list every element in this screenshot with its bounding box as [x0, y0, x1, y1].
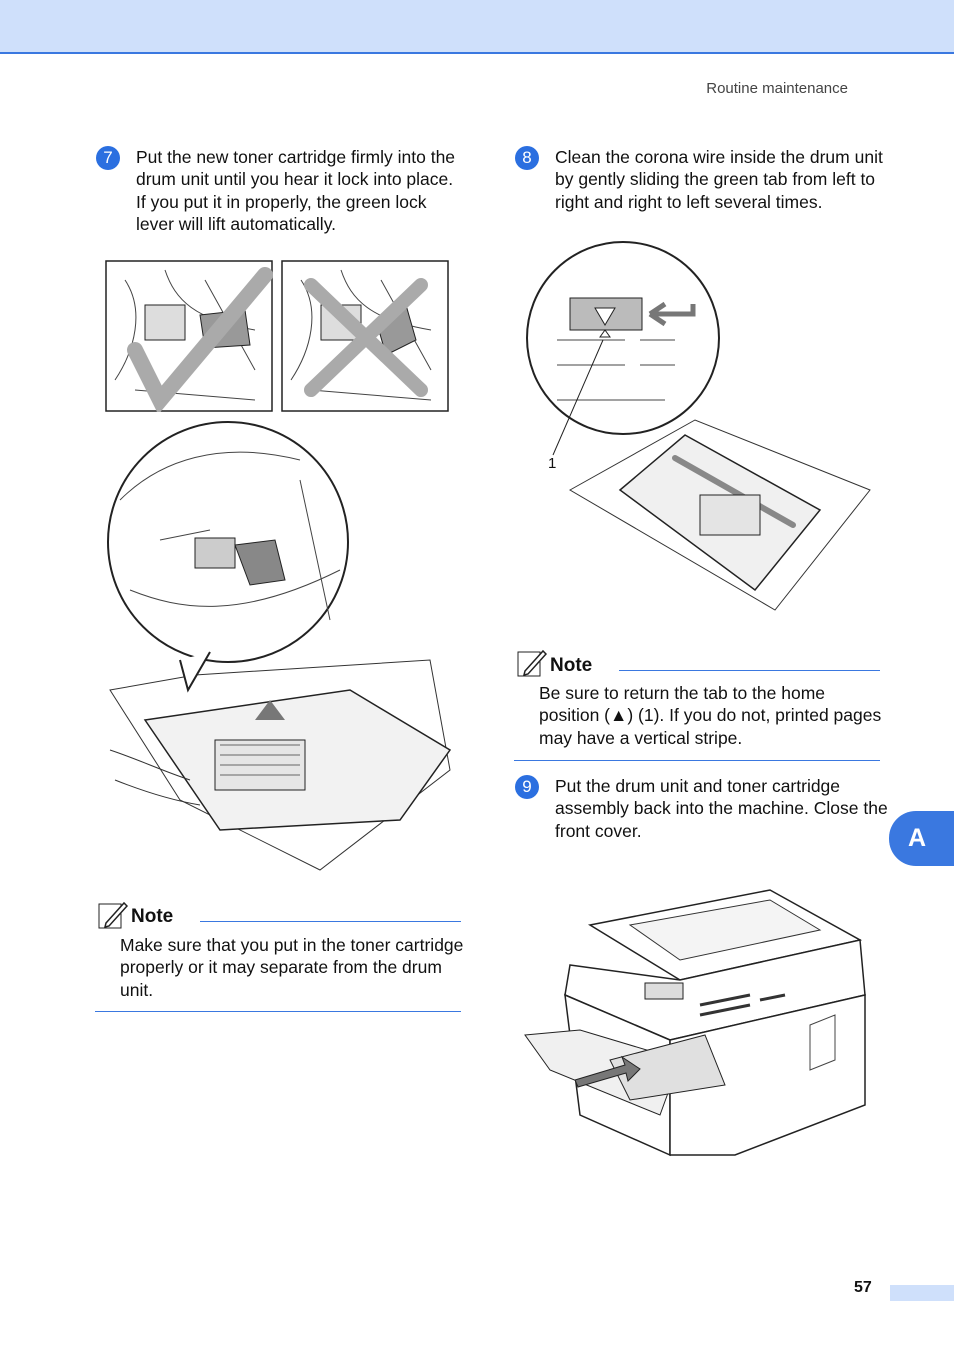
- note-bottom-rule: [514, 760, 880, 761]
- callout-1: 1: [548, 455, 557, 472]
- step-8-text: Clean the corona wire inside the drum un…: [555, 147, 883, 212]
- step-number-badge: 8: [515, 146, 539, 170]
- appendix-tab: A: [889, 811, 954, 866]
- note-body: Make sure that you put in the toner cart…: [120, 935, 464, 1000]
- note-pencil-icon: [98, 901, 128, 929]
- header-band: [0, 0, 954, 54]
- incorrect-install-figure: [281, 260, 449, 412]
- note-title: Note: [131, 906, 174, 927]
- step-number-badge: 7: [96, 146, 120, 170]
- printer-reinstall-figure: [524, 889, 866, 1157]
- section-title: Routine maintenance: [706, 80, 848, 97]
- correct-install-figure: [105, 260, 273, 412]
- step-9-text: Put the drum unit and toner cartridge as…: [555, 776, 888, 841]
- note-title: Note: [550, 655, 593, 676]
- note-divider: [619, 670, 880, 671]
- step-number-badge: 9: [515, 775, 539, 799]
- corona-wire-cleaning-figure: [526, 241, 871, 611]
- note-pencil-icon: [517, 649, 547, 677]
- note-body: Be sure to return the tab to the home po…: [539, 683, 882, 748]
- drum-unit-lock-lever-figure: [107, 421, 452, 871]
- step-7-text: Put the new toner cartridge firmly into …: [136, 147, 456, 234]
- footer-band: [890, 1285, 954, 1301]
- note-divider: [200, 921, 461, 922]
- note-bottom-rule: [95, 1011, 461, 1012]
- page-number: 57: [854, 1279, 872, 1296]
